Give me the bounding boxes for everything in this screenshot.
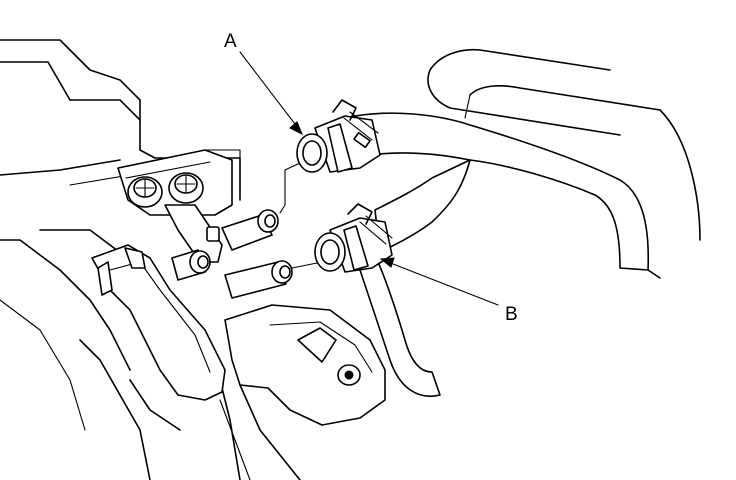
engine-housing	[0, 39, 241, 201]
lower-bracket	[219, 304, 386, 480]
clamp-a	[296, 99, 381, 173]
clamp-b	[314, 203, 393, 273]
callout-label-a: A	[224, 31, 237, 52]
lower-hose	[359, 159, 471, 397]
upper-hose	[344, 48, 701, 279]
mounting-bracket	[117, 149, 233, 263]
callout-a-leader	[239, 51, 303, 136]
callout-b-leader	[379, 257, 499, 306]
callout-label-b: B	[505, 304, 518, 325]
hose-strap	[91, 244, 226, 401]
upper-pipe-port	[221, 209, 279, 251]
lower-pipe-port	[224, 260, 293, 299]
middle-pipe-port	[171, 249, 211, 281]
alignment-line-upper	[279, 162, 301, 214]
bolt-right	[168, 172, 204, 204]
bolt-left	[127, 176, 163, 208]
